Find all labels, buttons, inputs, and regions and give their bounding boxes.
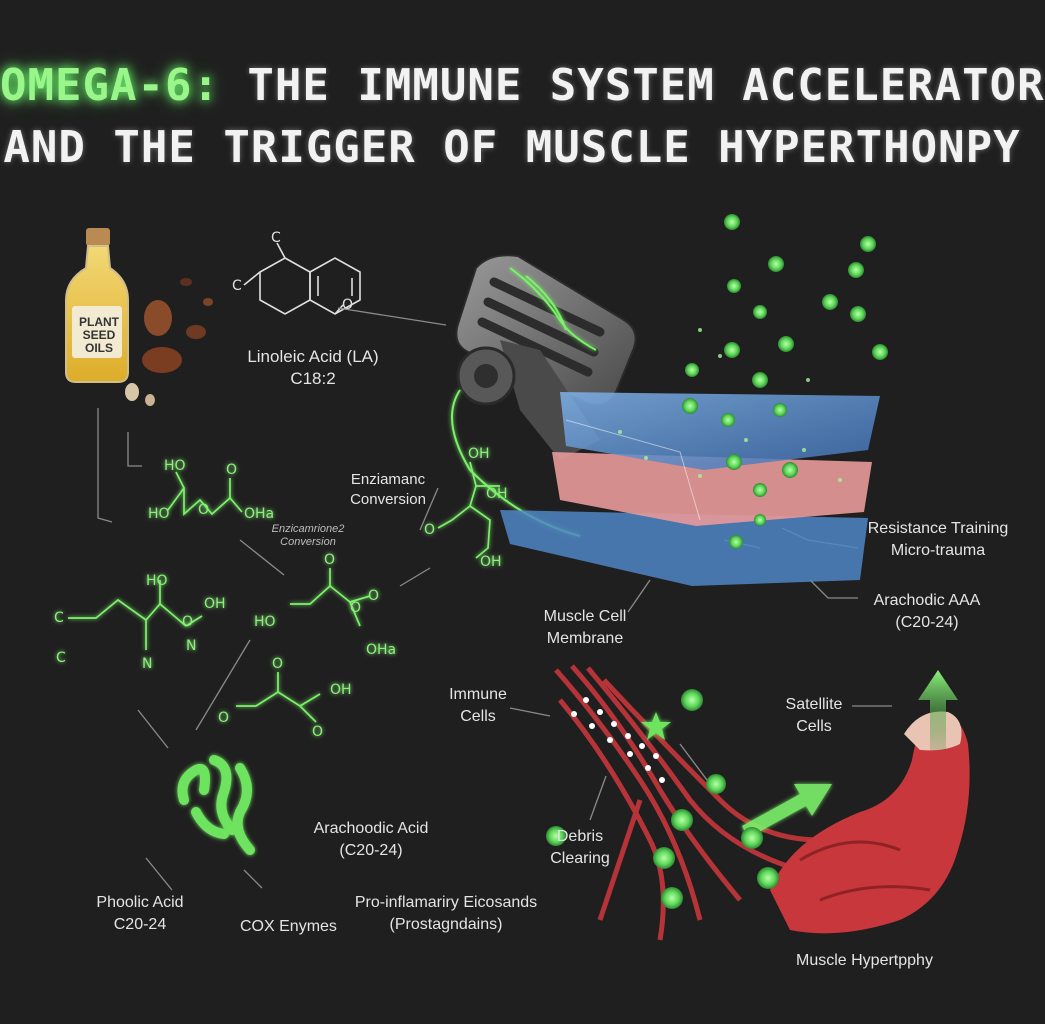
arachodic-aaa-label: Arachodic AAA (C20-24) bbox=[852, 590, 1002, 634]
sparkle-dots bbox=[618, 328, 842, 482]
svg-text:OH: OH bbox=[480, 554, 502, 570]
debris-line-2: Clearing bbox=[550, 850, 610, 867]
debris-clearing-label: Debris Clearing bbox=[540, 826, 620, 870]
svg-text:OHa: OHa bbox=[366, 642, 396, 658]
phoolic-acid-label: Phoolic Acid C20-24 bbox=[80, 892, 200, 936]
phoolic-line-1: Phoolic Acid bbox=[96, 894, 184, 911]
satellite-line-1: Satellite bbox=[785, 696, 843, 713]
resistance-line-2: Micro-trauma bbox=[890, 542, 986, 559]
infographic: OMEGA-6: THE IMMUNE SYSTEM ACCELERATOR A… bbox=[0, 60, 1044, 969]
arachodic-line-1: Arachodic AAA bbox=[873, 592, 981, 609]
molecule-atom-labels: HO HO O O OHa OH OH O OH HO C C N N OH O… bbox=[54, 446, 508, 740]
star-icon bbox=[641, 712, 671, 740]
membrane-line-2: Membrane bbox=[546, 630, 624, 647]
resistance-training-label: Resistance Training Micro-trauma bbox=[858, 518, 1018, 562]
satellite-cells-label: Satellite Cells bbox=[776, 694, 852, 738]
svg-text:O: O bbox=[198, 502, 209, 518]
bacteria-icon bbox=[177, 755, 255, 855]
phoolic-line-2: C20-24 bbox=[113, 916, 167, 933]
oil-bottle-icon bbox=[65, 228, 129, 383]
svg-text:C: C bbox=[56, 650, 66, 666]
arachoodic-acid-label: Arachoodic Acid (C20-24) bbox=[296, 818, 446, 862]
debris-line-1: Debris bbox=[556, 828, 604, 845]
small-line-2: Conversion bbox=[280, 536, 336, 548]
ring-atom-labels: C C O bbox=[232, 230, 353, 313]
title-highlight: OMEGA-6: bbox=[0, 60, 220, 111]
svg-text:C: C bbox=[271, 230, 281, 246]
immune-line-2: Cells bbox=[460, 708, 496, 725]
svg-text:OH: OH bbox=[330, 682, 352, 698]
enzymatic-line-2: Conversion bbox=[350, 491, 426, 508]
svg-text:OH: OH bbox=[204, 596, 226, 612]
white-cells bbox=[571, 697, 665, 783]
svg-text:OHa: OHa bbox=[244, 506, 274, 522]
proinfl-line-1: Pro-inflamariry Eicosands bbox=[354, 894, 538, 911]
bottle-label-line-3: OILS bbox=[84, 341, 113, 355]
arachoodic-line-2: (C20-24) bbox=[339, 842, 403, 859]
svg-text:OH: OH bbox=[468, 446, 490, 462]
svg-text:O: O bbox=[350, 600, 361, 616]
enzymatic-line-1: Enziamanc bbox=[350, 471, 426, 488]
bottle-label: PLANT SEED OILS bbox=[74, 316, 124, 355]
enzymatic-conversion-small-label: Enzicamrione2 Conversion bbox=[268, 523, 348, 549]
title-line-2: AND THE TRIGGER OF MUSCLE HYPERTHONPY bbox=[3, 122, 1021, 173]
immune-line-1: Immune bbox=[449, 686, 507, 703]
svg-text:O: O bbox=[324, 552, 335, 568]
seeds-icon bbox=[125, 278, 213, 406]
title-line-1: OMEGA-6: THE IMMUNE SYSTEM ACCELERATOR bbox=[0, 60, 1044, 111]
cox-enzymes-label: COX Enymes bbox=[240, 918, 337, 935]
svg-text:O: O bbox=[218, 710, 229, 726]
svg-text:HO: HO bbox=[254, 614, 276, 630]
small-line-1: Enzicamrione2 bbox=[271, 523, 345, 535]
enzymatic-conversion-label: Enziamanc Conversion bbox=[338, 470, 438, 510]
svg-text:C: C bbox=[54, 610, 64, 626]
muscle-cell-membrane-label: Muscle Cell Membrane bbox=[530, 606, 640, 650]
svg-text:N: N bbox=[186, 638, 196, 654]
arachodic-line-2: (C20-24) bbox=[895, 614, 959, 631]
svg-text:O: O bbox=[182, 614, 193, 630]
svg-text:O: O bbox=[226, 462, 237, 478]
linoleic-formula: C18:2 bbox=[290, 369, 336, 388]
linoleic-acid-label: Linoleic Acid (LA) C18:2 bbox=[228, 346, 398, 390]
svg-text:N: N bbox=[142, 656, 152, 672]
title-line-1-rest: THE IMMUNE SYSTEM ACCELERATOR bbox=[219, 60, 1045, 111]
arachoodic-line-1: Arachoodic Acid bbox=[313, 820, 429, 837]
diagram-art: HO HO O O OHa OH OH O OH HO C C N N OH O… bbox=[54, 214, 970, 941]
immune-cells-label: Immune Cells bbox=[440, 684, 516, 728]
proinfl-line-2: (Prostagndains) bbox=[389, 916, 503, 933]
satellite-line-2: Cells bbox=[796, 718, 832, 735]
growth-arrow-up-icon bbox=[918, 670, 958, 750]
growth-arrow-diagonal-icon bbox=[742, 784, 832, 838]
muscle-hypertrophy-label: Muscle Hypertpphy bbox=[796, 952, 933, 969]
green-molecules bbox=[68, 461, 500, 723]
eicosanoid-particles bbox=[546, 214, 888, 909]
bottle-label-line-1: PLANT bbox=[79, 315, 119, 329]
bottle-label-line-2: SEED bbox=[82, 328, 116, 342]
svg-text:HO: HO bbox=[146, 573, 168, 589]
svg-text:O: O bbox=[424, 522, 435, 538]
svg-text:HO: HO bbox=[148, 506, 170, 522]
svg-text:O: O bbox=[368, 588, 379, 604]
svg-text:C: C bbox=[232, 278, 242, 294]
linoleic-molecule bbox=[243, 242, 361, 315]
linoleic-name: Linoleic Acid (LA) bbox=[247, 347, 379, 366]
svg-text:O: O bbox=[272, 656, 283, 672]
svg-text:O: O bbox=[342, 297, 353, 313]
pro-inflammatory-label: Pro-inflamariry Eicosands (Prostagndains… bbox=[336, 892, 556, 936]
membrane-line-1: Muscle Cell bbox=[543, 608, 627, 625]
svg-text:HO: HO bbox=[164, 458, 186, 474]
resistance-line-1: Resistance Training bbox=[867, 520, 1009, 537]
svg-text:O: O bbox=[312, 724, 323, 740]
